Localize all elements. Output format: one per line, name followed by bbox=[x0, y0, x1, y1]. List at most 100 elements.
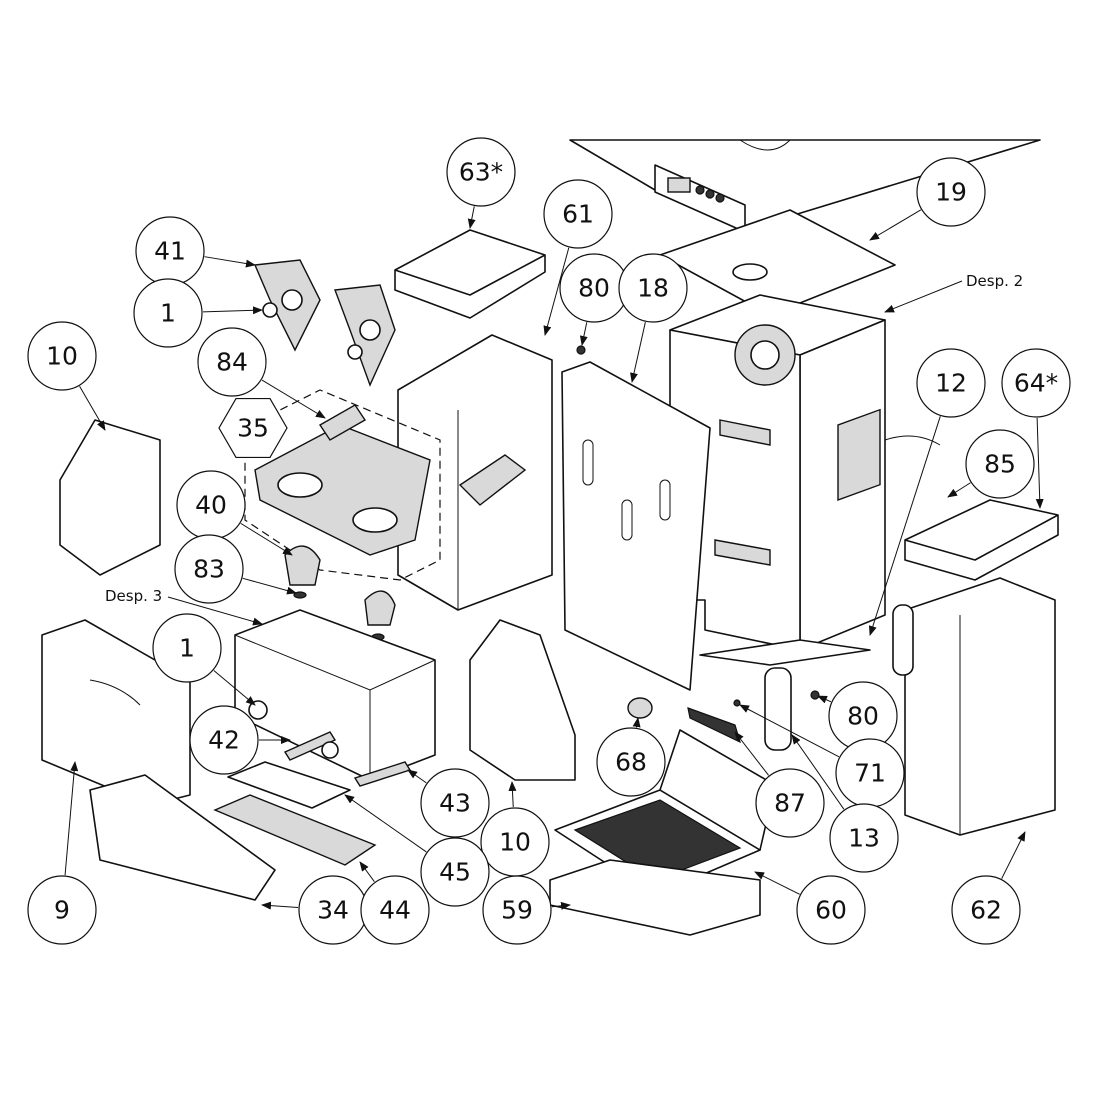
callout-circle bbox=[618, 253, 688, 323]
callout-64-star: 64* bbox=[1001, 348, 1071, 418]
callout-label: 34 bbox=[317, 896, 349, 925]
callout-hexagon bbox=[218, 397, 288, 459]
callout-label: 84 bbox=[216, 348, 248, 377]
leader-line bbox=[213, 670, 256, 706]
leader-line bbox=[739, 704, 840, 758]
callout-83: 83 bbox=[174, 534, 244, 604]
squeezer-arms bbox=[253, 259, 396, 387]
callout-circle bbox=[916, 157, 986, 227]
callout-label: 44 bbox=[379, 896, 411, 925]
callout-12: 12 bbox=[916, 348, 986, 418]
blade bbox=[319, 404, 366, 441]
callout-circle bbox=[152, 613, 222, 683]
callout-label: 62 bbox=[970, 896, 1002, 925]
callout-61: 61 bbox=[543, 179, 613, 249]
callout-label: 41 bbox=[154, 237, 186, 266]
top-unit bbox=[569, 139, 1041, 233]
callout-circle bbox=[360, 875, 430, 945]
leader-line bbox=[734, 731, 769, 776]
leader-line bbox=[630, 322, 646, 383]
callout-circle bbox=[174, 534, 244, 604]
switch bbox=[687, 707, 741, 744]
callout-circle bbox=[420, 837, 490, 907]
callout-18: 18 bbox=[618, 253, 688, 323]
rear-cover bbox=[904, 577, 1056, 836]
callout-circle bbox=[27, 321, 97, 391]
callout-label: 64* bbox=[1014, 369, 1058, 398]
leader-line bbox=[407, 769, 427, 784]
callout-80: 80 bbox=[828, 681, 898, 751]
callout-label: 80 bbox=[847, 702, 879, 731]
leader-line bbox=[868, 416, 941, 636]
body-shell bbox=[397, 334, 553, 611]
leader-line bbox=[869, 209, 922, 241]
leader-line bbox=[543, 247, 570, 336]
foot bbox=[627, 697, 653, 719]
callout-circle bbox=[197, 327, 267, 397]
leader-line bbox=[202, 306, 263, 315]
callout-63-star: 63* bbox=[446, 137, 516, 207]
leader-line bbox=[508, 781, 517, 808]
filter-grate bbox=[227, 761, 351, 809]
callout-label: 1 bbox=[179, 634, 195, 663]
callout-label: 35 bbox=[237, 414, 269, 443]
callout-19: 19 bbox=[916, 157, 986, 227]
main-body bbox=[669, 294, 941, 666]
front-cover bbox=[41, 619, 191, 806]
callout-40: 40 bbox=[176, 470, 246, 540]
callout-1: 1 bbox=[133, 278, 203, 348]
callout-45: 45 bbox=[420, 837, 490, 907]
callout-circle bbox=[755, 768, 825, 838]
leader-line bbox=[261, 901, 299, 910]
leader-line bbox=[1001, 831, 1026, 879]
leader-line bbox=[551, 901, 571, 910]
callout-label: 42 bbox=[208, 726, 240, 755]
callout-label: 59 bbox=[501, 896, 533, 925]
callout-circle bbox=[829, 803, 899, 873]
top-tray bbox=[394, 229, 546, 319]
desp-3-label: Desp. 3 bbox=[105, 587, 162, 605]
callout-circle bbox=[189, 705, 259, 775]
shaft bbox=[283, 731, 337, 761]
callout-62: 62 bbox=[951, 875, 1021, 945]
callout-label: 63* bbox=[459, 158, 503, 187]
callout-label: 80 bbox=[578, 274, 610, 303]
callout-68: 68 bbox=[596, 727, 666, 797]
callout-label: 12 bbox=[935, 369, 967, 398]
callout-87: 87 bbox=[755, 768, 825, 838]
leader-line bbox=[947, 482, 971, 498]
callout-circle bbox=[916, 348, 986, 418]
callout-34: 34 bbox=[298, 875, 368, 945]
side-panel bbox=[561, 361, 711, 691]
callout-10: 10 bbox=[27, 321, 97, 391]
leader-line bbox=[817, 695, 832, 704]
desp-2-label: Desp. 2 bbox=[966, 272, 1023, 290]
leader-line bbox=[242, 577, 297, 595]
callout-44: 44 bbox=[360, 875, 430, 945]
callout-1: 1 bbox=[152, 613, 222, 683]
leader-line bbox=[467, 206, 476, 229]
callout-label: 85 bbox=[984, 450, 1016, 479]
callout-label: 61 bbox=[562, 200, 594, 229]
callout-circle bbox=[1001, 348, 1071, 418]
callout-circle bbox=[482, 875, 552, 945]
callout-circle bbox=[446, 137, 516, 207]
callout-label: 19 bbox=[935, 178, 967, 207]
leader-line bbox=[240, 522, 293, 556]
callout-label: 60 bbox=[815, 896, 847, 925]
side-cover-left bbox=[59, 419, 161, 576]
callout-label: 10 bbox=[46, 342, 78, 371]
callout-label: 9 bbox=[54, 896, 70, 925]
cup bbox=[284, 545, 321, 586]
leader-line bbox=[579, 322, 588, 346]
callout-circle bbox=[596, 727, 666, 797]
callout-label: 18 bbox=[637, 274, 669, 303]
drip-tray bbox=[89, 774, 276, 901]
leader-line bbox=[754, 871, 800, 895]
drain-tray bbox=[549, 859, 761, 936]
side-tray bbox=[904, 499, 1059, 581]
sieve bbox=[213, 794, 377, 866]
leader-line bbox=[79, 386, 106, 431]
